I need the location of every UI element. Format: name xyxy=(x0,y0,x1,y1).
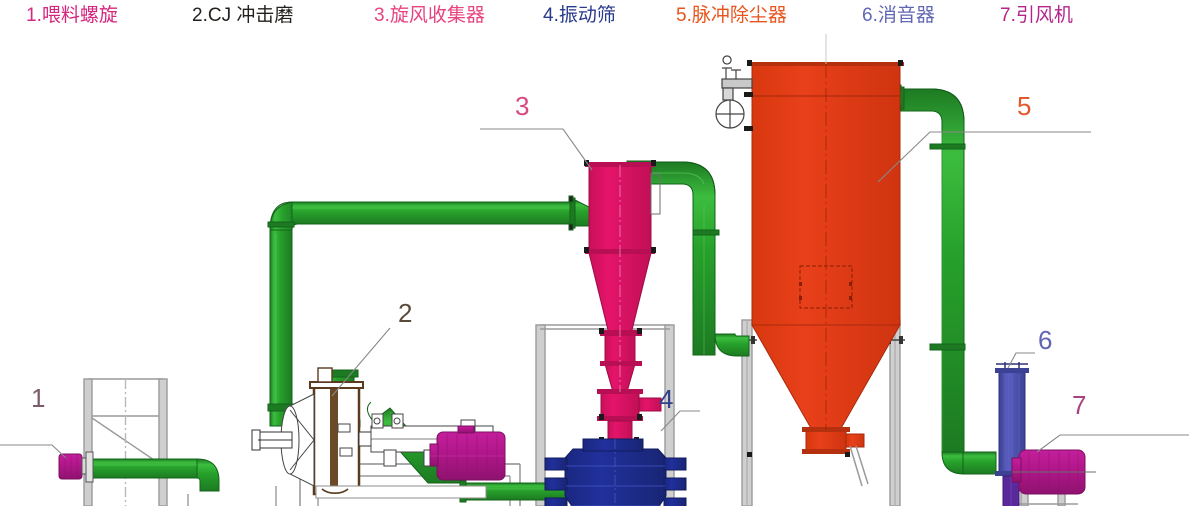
leader-3 xyxy=(480,128,593,171)
callout-1: 1 xyxy=(31,383,46,413)
reference-lines xyxy=(825,34,827,64)
leader-2 xyxy=(331,327,391,397)
legend-item-6: 6.消音器 xyxy=(862,5,935,26)
duct-collector-to-fan xyxy=(895,84,997,475)
leader-1 xyxy=(0,444,67,459)
legend-row: 1.喂料螺旋 2.CJ 冲击磨 3.旋风收集器 4.振动筛 5.脉冲除尘器 6.… xyxy=(0,0,1189,34)
callout-2: 2 xyxy=(398,298,413,328)
legend-item-7: 7.引风机 xyxy=(1000,5,1073,26)
legend-item-3: 3.旋风收集器 xyxy=(374,5,485,26)
pulse-dust-collector xyxy=(747,60,904,487)
callout-4: 4 xyxy=(659,384,674,414)
callout-5: 5 xyxy=(1017,91,1032,121)
callout-3: 3 xyxy=(515,91,530,121)
pulse-valve-assembly xyxy=(715,55,753,131)
leader-4 xyxy=(660,410,700,432)
vibrating-screen xyxy=(544,438,687,506)
leader-7 xyxy=(1036,434,1189,453)
duct-mill-to-cyclone xyxy=(267,195,592,427)
process-flow-diagram xyxy=(0,34,1189,506)
induced-draft-fan xyxy=(1011,449,1096,495)
duct-feed-screw xyxy=(91,458,220,492)
legend-item-2: 2.CJ 冲击磨 xyxy=(192,5,294,26)
legend-item-4: 4.振动筛 xyxy=(543,5,616,26)
legend-item-1: 1.喂料螺旋 xyxy=(26,5,118,26)
callout-leaders xyxy=(0,128,1189,459)
mill-drive-motor xyxy=(429,425,506,481)
callout-6: 6 xyxy=(1038,325,1053,355)
legend-item-5: 5.脉冲除尘器 xyxy=(676,5,787,26)
leader-6 xyxy=(1007,352,1035,369)
callout-7: 7 xyxy=(1072,390,1087,420)
leader-5 xyxy=(877,131,1091,183)
cyclone-collector xyxy=(584,160,662,442)
feed-screw-motor xyxy=(58,451,94,483)
